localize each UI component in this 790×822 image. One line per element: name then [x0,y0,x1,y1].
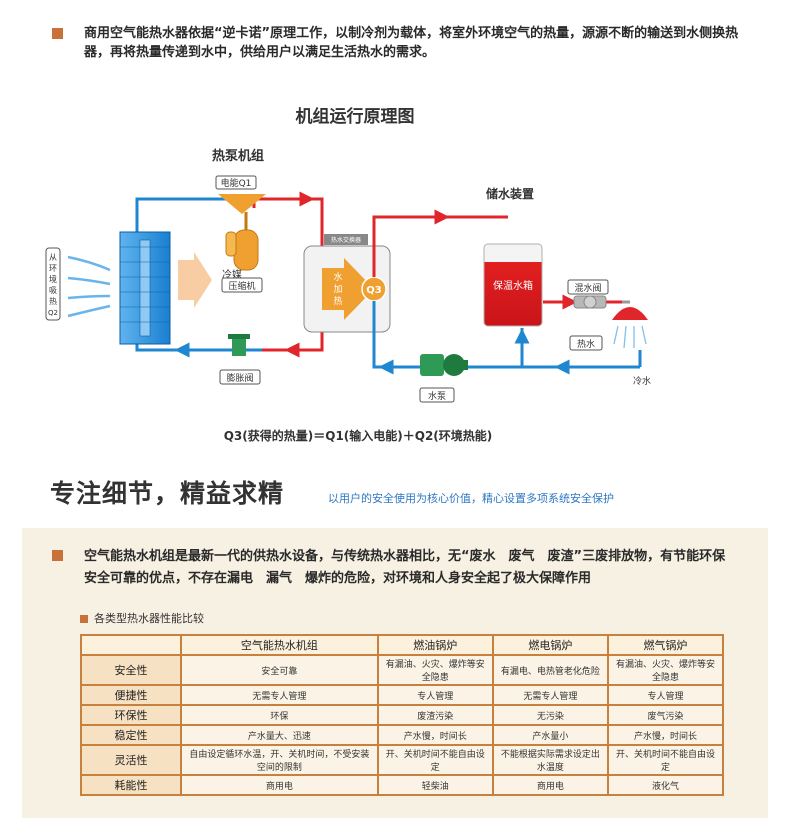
tank-label: 保温水箱 [493,279,533,292]
advantages-paragraph: 空气能热水机组是最新一代的供热水设备，与传统热水器相比，无“废水 废气 废渣”三… [52,546,742,590]
row-header: 耗能性 [80,774,182,796]
shower-head-icon [612,300,648,349]
table-cell: 废渣污染 [376,704,494,726]
table-title-marker [80,615,88,623]
row-header: 便捷性 [80,684,182,706]
ambient-char-4: 热 [49,296,57,306]
table-cell: 无污染 [491,704,609,726]
table-cell: 环保 [180,704,379,726]
ambient-char-2: 境 [49,274,57,284]
table-cell: 开、关机时间不能自由设定 [606,744,725,776]
header-cell: 燃气锅炉 [606,634,725,656]
water-pump-icon [420,354,468,376]
ambient-char-1: 环 [49,264,57,273]
energy-formula: Q3(获得的热量)＝Q1(输入电能)＋Q2(环境热能) [224,428,493,443]
airflow-arrows-icon [67,255,111,318]
heat-pump-label: 热泵机组 [212,148,264,164]
refrigerant-cycle-arrow-icon [178,252,212,308]
table-cell: 不能根据实际需求设定出水温度 [491,744,609,776]
table-cell: 开、关机时间不能自由设定 [376,744,494,776]
header-cell: 燃电锅炉 [491,634,609,656]
hot-water-label: 热水 [577,338,595,350]
table-row: 耗能性 商用电 轻柴油 商用电 液化气 [80,774,725,796]
table-cell: 有漏电、电热管老化危险 [491,654,609,686]
advantages-text: 空气能热水机组是最新一代的供热水设备，与传统热水器相比，无“废水 废气 废渣”三… [84,549,739,586]
tagline: 专注细节，精益求精 [50,479,285,508]
principle-panel: 商用空气能热水器依据“逆卡诺”原理工作，以制冷剂为载体，将室外环境空气的热量，源… [22,14,768,512]
row-header: 稳定性 [80,724,182,746]
table-cell: 无需专人管理 [491,684,609,706]
table-cell: 自由设定循环水温，开、关机时间，不受安装空间的限制 [180,744,379,776]
intro-paragraph: 商用空气能热水器依据“逆卡诺”原理工作，以制冷剂为载体，将室外环境空气的热量，源… [52,24,742,62]
table-cell: 产水慢，时间长 [376,724,494,746]
compressor-label: 压缩机 [228,280,255,292]
compressor-label-box [221,277,263,293]
expansion-valve-icon [228,334,250,356]
electric-label: 电能Q1 [221,177,252,189]
ambient-heat-label [45,247,61,321]
evaporator-coil-icon [119,231,171,345]
table-cell: 有漏油、火灾、爆炸等安全隐患 [606,654,725,686]
table-cell: 液化气 [606,774,725,796]
table-cell: 安全可靠 [180,654,379,686]
pump-label: 水泵 [428,390,446,402]
tagline-subtitle: 以用户的安全使用为核心价值，精心设置多项系统安全保护 [328,492,614,505]
pump-label-box [419,387,455,403]
table-cell: 专人管理 [606,684,725,706]
mixing-valve-label-box [567,279,609,295]
table-title-text: 各类型热水器性能比较 [94,612,204,625]
table-cell: 废气污染 [606,704,725,726]
table-cell: 产水量大、迅速 [180,724,379,746]
table-cell: 轻柴油 [376,774,494,796]
ambient-char-5: Q2 [48,309,58,317]
intro-text: 商用空气能热水器依据“逆卡诺”原理工作，以制冷剂为载体，将室外环境空气的热量，源… [84,26,739,60]
heat-pump-diagram: 机组运行原理图 热泵机组 从 环 境 吸 热 Q2 [45,106,651,443]
heat-transfer-arrow-icon [322,258,374,320]
table-cell: 专人管理 [376,684,494,706]
header-cell: 燃油锅炉 [376,634,494,656]
water-heat-char-3: 热 [333,295,342,307]
expansion-valve-label: 膨胀阀 [226,372,253,384]
ambient-char-0: 从 [49,253,57,262]
table-cell: 产水慢，时间长 [606,724,725,746]
table-cell: 产水量小 [491,724,609,746]
comparison-table: 空气能热水机组 燃油锅炉 燃电锅炉 燃气锅炉 安全性 安全可靠 有漏油、火灾、爆… [80,634,725,796]
exchanger-label-box [324,234,368,245]
q3-label: Q3 [366,285,382,296]
storage-label: 储水装置 [486,186,534,201]
table-cell: 有漏油、火灾、爆炸等安全隐患 [376,654,494,686]
electric-input-arrow-icon [218,194,266,214]
compressor-icon [225,212,259,271]
table-row: 环保性 环保 废渣污染 无污染 废气污染 [80,704,725,726]
row-header: 环保性 [80,704,182,726]
exchanger-label: 热水交换器 [331,236,361,244]
row-header: 灵活性 [80,744,182,776]
cold-water-label: 冷水 [633,375,651,387]
table-title: 各类型热水器性能比较 [80,610,204,626]
electric-label-box [215,175,257,190]
water-heat-char-2: 加 [333,284,342,295]
table-cell: 商用电 [180,774,379,796]
bullet-marker [52,550,63,561]
header-cell [80,634,182,656]
mixing-valve-icon [573,295,607,309]
water-heat-char-1: 水 [333,271,342,283]
ambient-char-3: 吸 [49,286,57,295]
water-tank-icon [483,243,543,327]
diagram-title: 机组运行原理图 [296,106,415,127]
table-row: 便捷性 无需专人管理 专人管理 无需专人管理 专人管理 [80,684,725,706]
bullet-marker [52,28,63,39]
row-header: 安全性 [80,654,182,686]
table-row: 安全性 安全可靠 有漏油、火灾、爆炸等安全隐患 有漏电、电热管老化危险 有漏油、… [80,654,725,686]
comparison-panel: 空气能热水机组是最新一代的供热水设备，与传统热水器相比，无“废水 废气 废渣”三… [22,528,768,818]
header-cell: 空气能热水机组 [180,634,379,656]
hot-water-label-box [569,335,603,351]
table-header-row: 空气能热水机组 燃油锅炉 燃电锅炉 燃气锅炉 [80,634,725,656]
table-row: 灵活性 自由设定循环水温，开、关机时间，不受安装空间的限制 开、关机时间不能自由… [80,744,725,776]
table-cell: 商用电 [491,774,609,796]
expansion-valve-label-box [219,369,261,385]
table-row: 稳定性 产水量大、迅速 产水慢，时间长 产水量小 产水慢，时间长 [80,724,725,746]
mixing-valve-label: 混水阀 [574,282,601,294]
table-cell: 无需专人管理 [180,684,379,706]
